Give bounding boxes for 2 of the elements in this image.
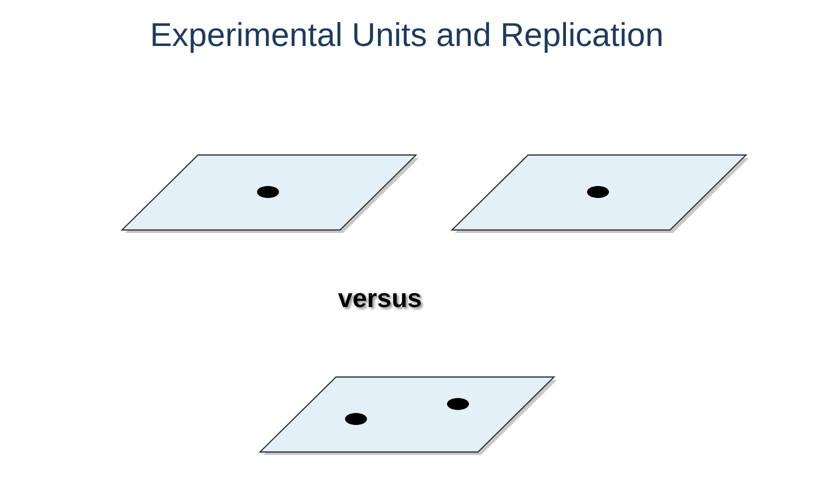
comparison-text: versus — [338, 283, 422, 314]
diagram-title: Experimental Units and Replication — [150, 16, 664, 54]
